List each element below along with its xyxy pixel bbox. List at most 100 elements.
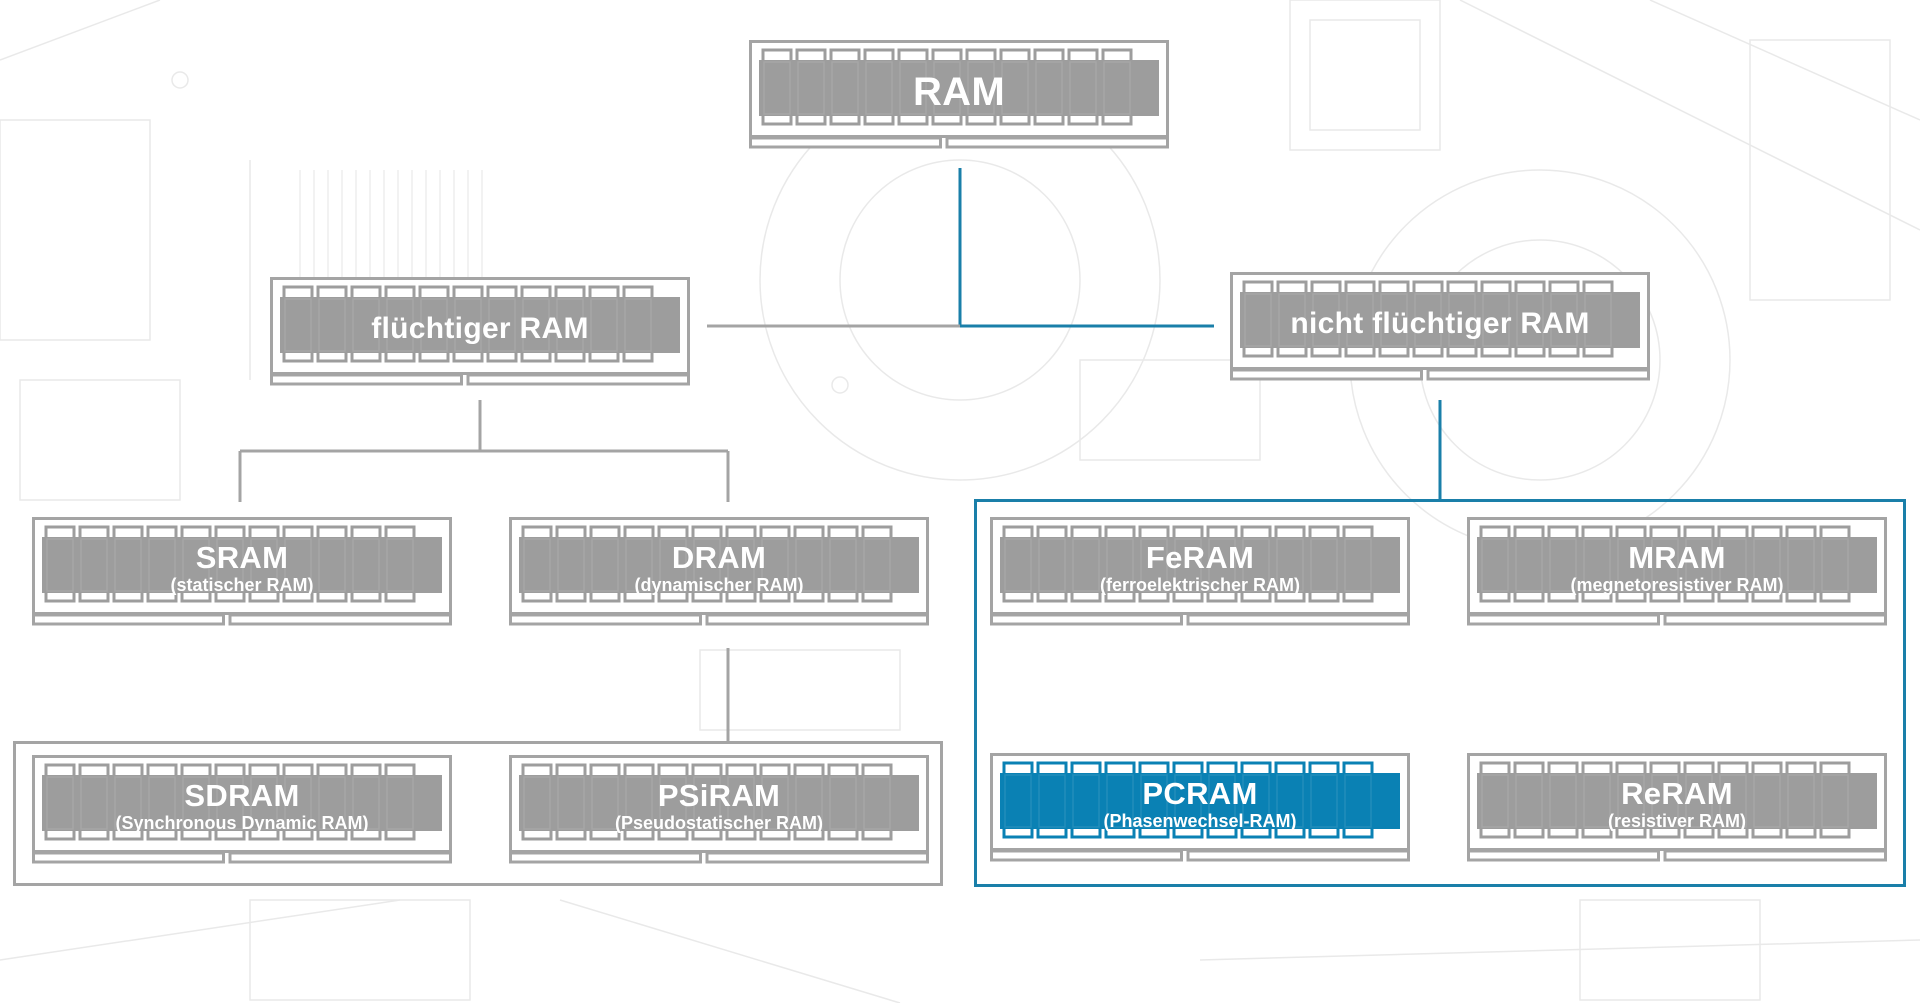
pin-ghost xyxy=(933,61,961,115)
pin-ghost xyxy=(1004,774,1032,828)
pcram-module: PCRAM (Phasenwechsel-RAM) xyxy=(990,753,1410,865)
pin-ghost xyxy=(831,61,859,115)
pin-ghost xyxy=(1140,538,1168,592)
pin-ghost xyxy=(829,776,857,830)
feram-module: FeRAM (ferroelektrischer RAM) xyxy=(990,517,1410,629)
pin-ghost xyxy=(590,298,618,352)
pin-ghost xyxy=(1482,293,1510,347)
contact-strip-left xyxy=(990,613,1183,626)
pin-ghost xyxy=(1208,774,1236,828)
pin-ghost xyxy=(727,538,755,592)
chip-band xyxy=(42,775,442,831)
chip-band xyxy=(519,775,919,831)
pin-ghost xyxy=(318,776,346,830)
sdram-module: SDRAM (Synchronous Dynamic RAM) xyxy=(32,755,452,867)
pin-ghost xyxy=(488,298,516,352)
contact-strip-left xyxy=(749,136,942,149)
contact-strip-right xyxy=(705,613,929,626)
contact-strip-right xyxy=(945,136,1169,149)
pin-ghost xyxy=(318,538,346,592)
pin-ghost xyxy=(1346,293,1374,347)
pin-ghost xyxy=(557,776,585,830)
mram-module: MRAM (megnetoresistiver RAM) xyxy=(1467,517,1887,629)
background-sketch-shape xyxy=(1749,39,1891,301)
sdram-stick-graphic xyxy=(32,755,452,864)
pin-ghost xyxy=(1719,538,1747,592)
contact-strip-left xyxy=(32,851,225,864)
pin-ghost xyxy=(761,538,789,592)
pin-ghost xyxy=(216,776,244,830)
pin-ghost xyxy=(967,61,995,115)
background-sketch-shape xyxy=(559,899,901,1003)
pin-ghost xyxy=(148,776,176,830)
pin-ghost xyxy=(1035,61,1063,115)
dram-stick-graphic xyxy=(509,517,929,626)
pin-ghost xyxy=(591,776,619,830)
pin-ghost xyxy=(556,298,584,352)
nonvolatile-stick-graphic xyxy=(1230,272,1650,381)
sram-stick-graphic xyxy=(32,517,452,626)
contact-strip-left xyxy=(1467,613,1660,626)
pin-ghost xyxy=(1685,538,1713,592)
contact-strip-right xyxy=(1186,849,1410,862)
pin-ghost xyxy=(1584,293,1612,347)
contact-strip-left xyxy=(509,851,702,864)
background-sketch-shape xyxy=(1199,939,1920,961)
pin-ghost xyxy=(386,776,414,830)
pin-ghost xyxy=(148,538,176,592)
pin-ghost xyxy=(1072,774,1100,828)
pin-ghost xyxy=(899,61,927,115)
pin-ghost xyxy=(250,538,278,592)
pin-ghost xyxy=(182,776,210,830)
pin-ghost xyxy=(1719,774,1747,828)
pin-ghost xyxy=(693,776,721,830)
pin-ghost xyxy=(1481,538,1509,592)
pin-ghost xyxy=(46,776,74,830)
contact-strip-right xyxy=(705,851,929,864)
dram-subtypes-group-box xyxy=(13,741,943,886)
pin-ghost xyxy=(1242,538,1270,592)
pin-ghost xyxy=(1344,774,1372,828)
pin-ghost xyxy=(1414,293,1442,347)
pin-ghost xyxy=(284,776,312,830)
pin-ghost xyxy=(659,776,687,830)
pin-ghost xyxy=(829,538,857,592)
pin-ghost xyxy=(523,538,551,592)
background-sketch-shape xyxy=(1289,0,1441,151)
pin-ghost xyxy=(284,298,312,352)
pin-ghost xyxy=(557,538,585,592)
chip-band xyxy=(42,537,442,593)
chip-band xyxy=(1000,773,1400,829)
psiram-stick-graphic xyxy=(509,755,929,864)
pin-ghost xyxy=(1001,61,1029,115)
feram-stick-graphic xyxy=(990,517,1410,626)
pcram-stick-graphic xyxy=(990,753,1410,862)
pin-ghost xyxy=(625,538,653,592)
pin-ghost xyxy=(1174,774,1202,828)
contact-strip-left xyxy=(1230,368,1423,381)
psiram-module: PSiRAM (Pseudostatischer RAM) xyxy=(509,755,929,867)
pin-ghost xyxy=(624,298,652,352)
pin-ghost xyxy=(523,776,551,830)
sram-module: SRAM (statischer RAM) xyxy=(32,517,452,629)
pin-ghost xyxy=(1069,61,1097,115)
pin-ghost xyxy=(1276,774,1304,828)
pin-ghost xyxy=(1583,538,1611,592)
pin-ghost xyxy=(625,776,653,830)
background-sketch-shape xyxy=(839,159,1081,401)
chip-band xyxy=(1477,537,1877,593)
pin-ghost xyxy=(1617,774,1645,828)
background-sketch-shape xyxy=(831,376,849,394)
chip-band xyxy=(1240,292,1640,348)
background-sketch-shape xyxy=(1079,359,1261,461)
volatile-ram-module: flüchtiger RAM xyxy=(270,277,690,389)
background-sketch-shape xyxy=(19,379,181,501)
background-sketch-shape xyxy=(0,119,151,341)
pin-ghost xyxy=(659,538,687,592)
pin-ghost xyxy=(1310,538,1338,592)
pin-ghost xyxy=(795,776,823,830)
pin-ghost xyxy=(763,61,791,115)
pin-ghost xyxy=(863,776,891,830)
